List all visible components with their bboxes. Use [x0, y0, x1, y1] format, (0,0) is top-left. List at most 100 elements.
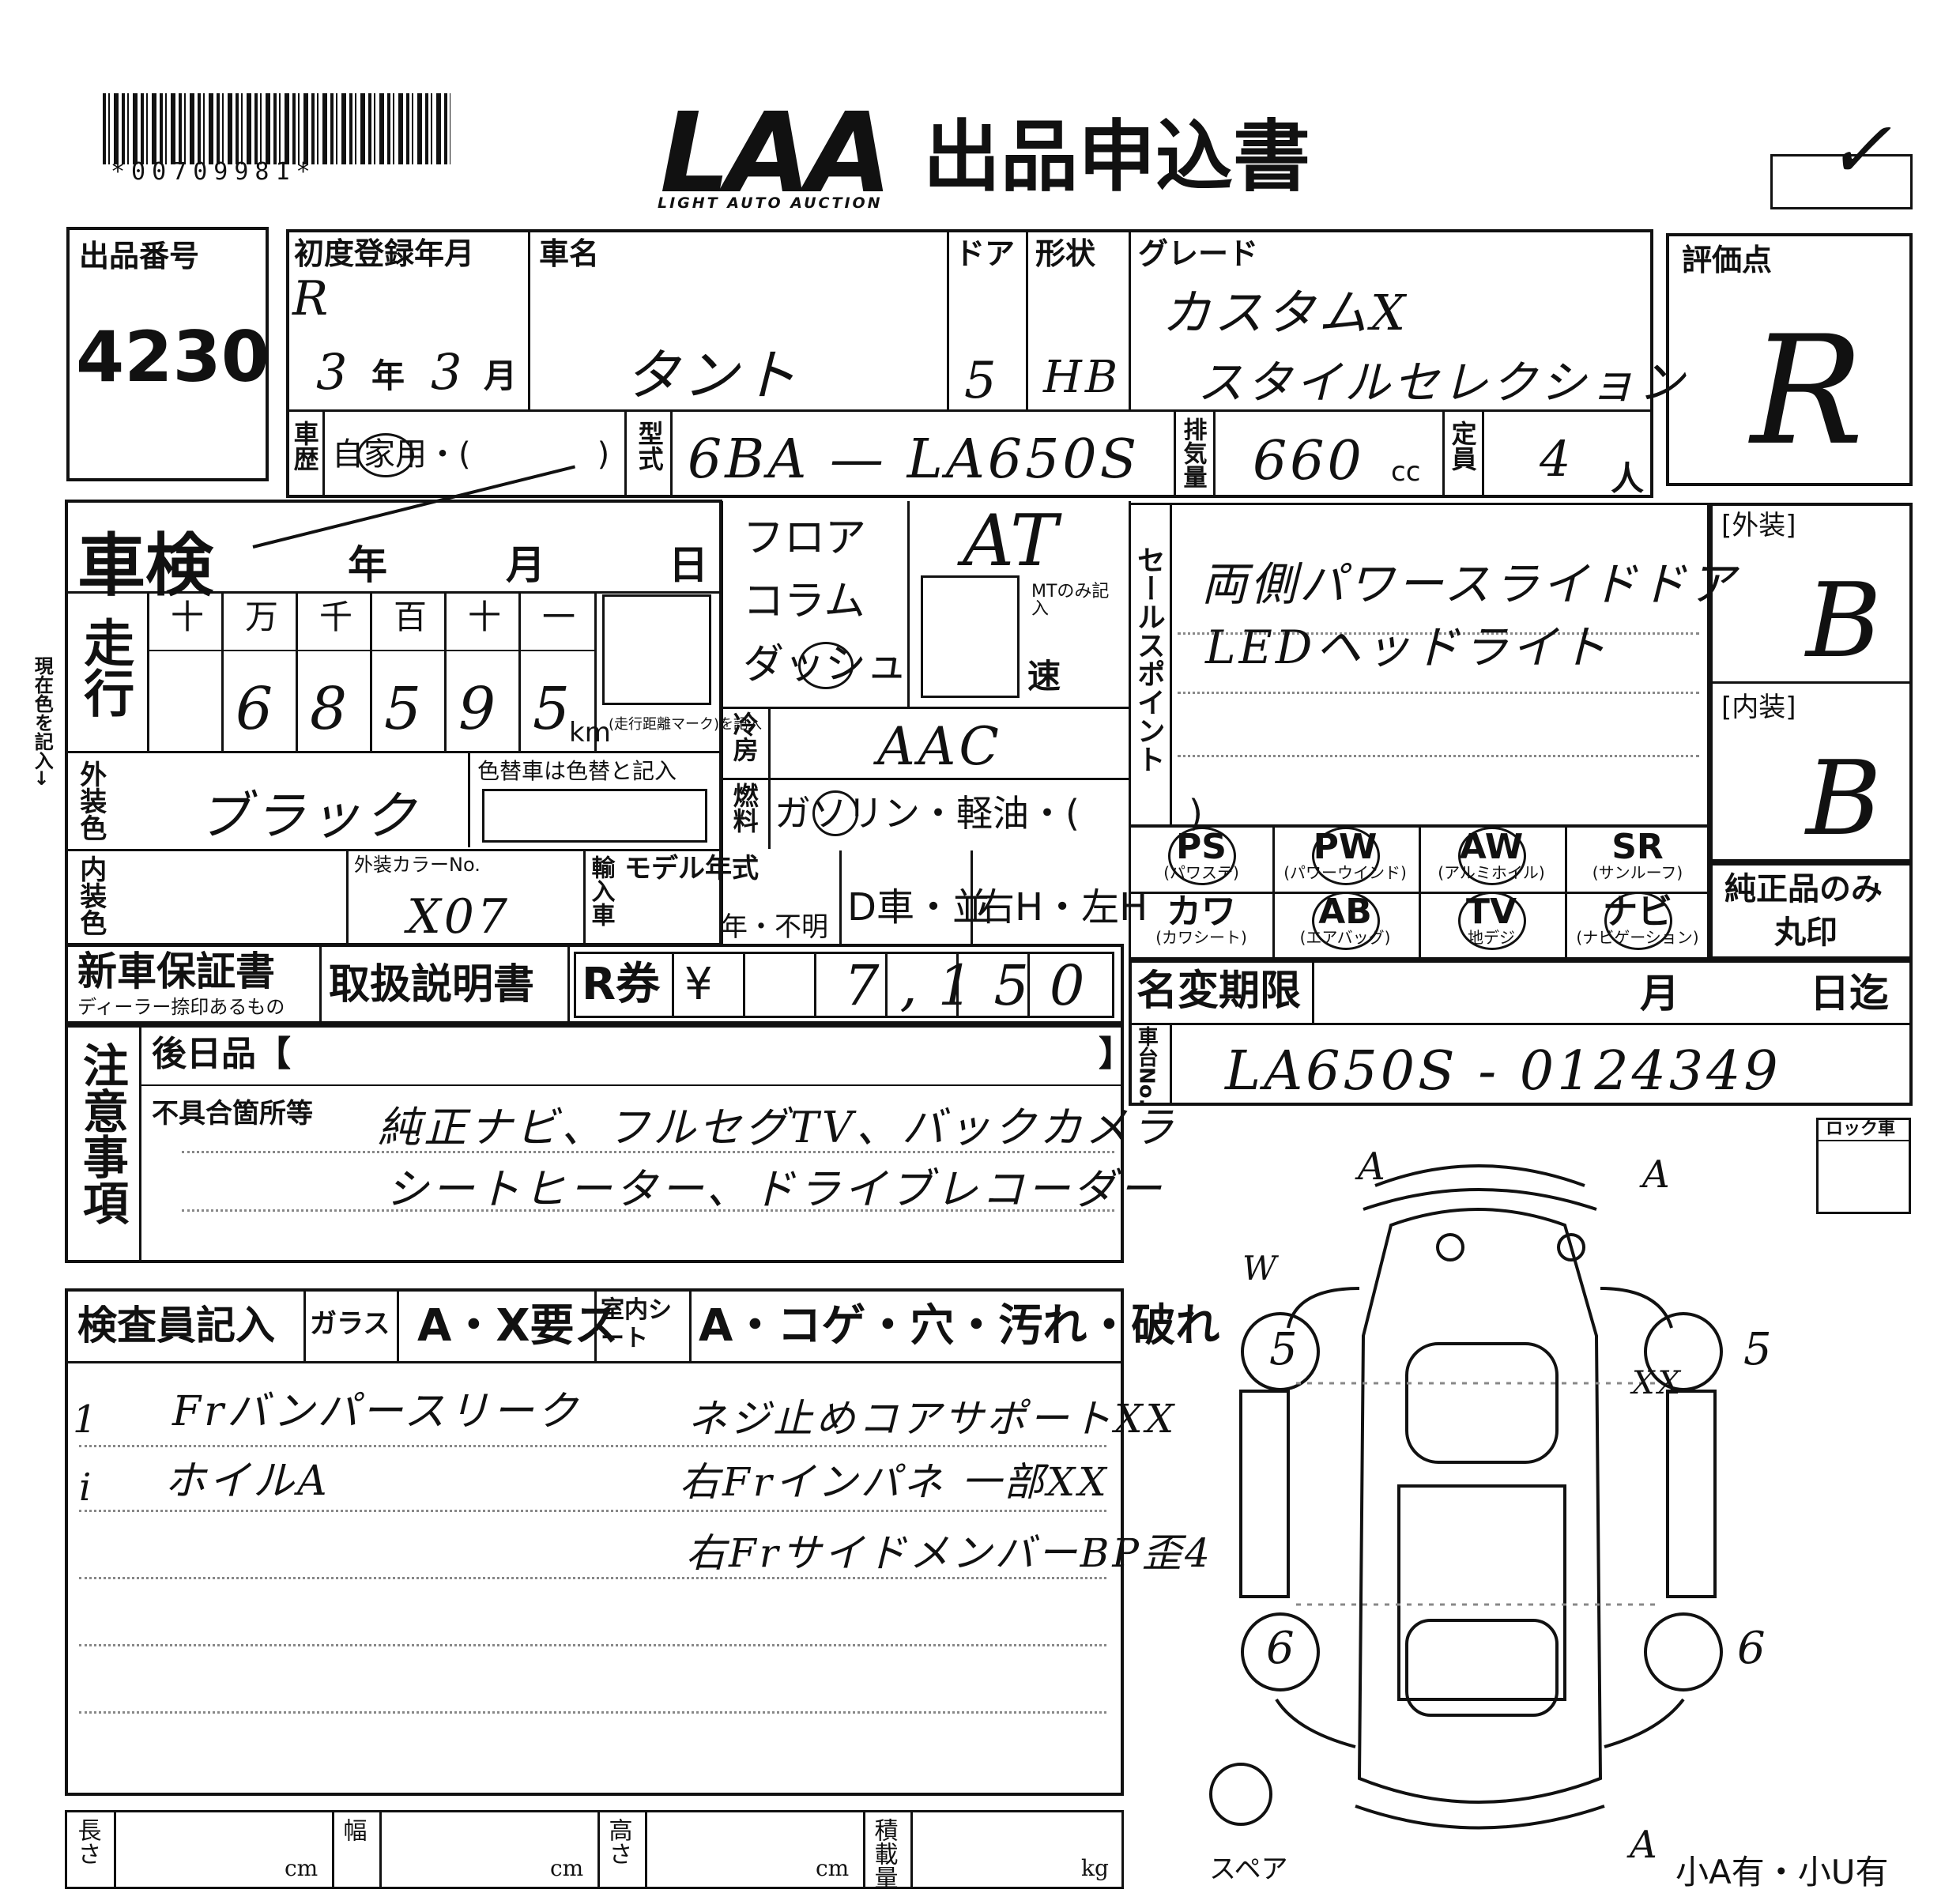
diagram-wheel-fr: 5: [1743, 1324, 1775, 1375]
color-no-value: X07: [407, 889, 511, 945]
sale-points-label: セールスポイント: [1132, 545, 1165, 773]
mileage-digit-1: 6: [236, 675, 277, 743]
mileage-unit: km: [569, 717, 611, 749]
chassis-label: 車台No.: [1134, 1026, 1159, 1107]
side-note: 現在色を記入→: [31, 656, 54, 786]
diagram-mark-a-rear: A: [1630, 1823, 1660, 1867]
mileage-column-4: 十: [468, 598, 502, 636]
genuine-line2: 丸印: [1774, 915, 1838, 951]
name-change-box: [1129, 960, 1913, 1106]
dealer-value: D車・並: [847, 885, 990, 930]
registration-year: 3: [316, 343, 351, 401]
mt-note: MTのみ記入: [1031, 582, 1110, 619]
warranty-sub: ディーラー捺印あるもの: [77, 996, 285, 1018]
shape-value: HB: [1043, 352, 1121, 403]
fuel-label: 燃料: [729, 783, 760, 833]
mt-box: [921, 575, 1020, 698]
equipment-circle: [1458, 827, 1526, 885]
diagram-wheel-rr: 6: [1737, 1623, 1769, 1674]
inspector-note-left-2: ホイルA: [164, 1458, 330, 1505]
car-name: タント: [624, 343, 800, 408]
score-value: R: [1751, 304, 1868, 478]
mileage-column-2: 千: [319, 598, 353, 636]
mileage-column-0: 十: [171, 598, 205, 636]
equipment-circle: [1312, 827, 1380, 885]
chassis-value: LA650S - 0124349: [1225, 1040, 1781, 1103]
speed-label: 速: [1027, 657, 1061, 696]
exterior-color-label: 外装色: [74, 760, 107, 841]
color-change-label: 色替車は色替と記入: [477, 758, 677, 784]
displacement-label: 排気量: [1178, 417, 1207, 488]
equipment-box: [1129, 825, 1709, 960]
manual-label: 取扱説明書: [329, 961, 535, 1009]
defects-label: 不具合箇所等: [152, 1098, 313, 1130]
diagram-mark-a-front-right: A: [1642, 1152, 1673, 1197]
capacity-label: 定員: [1447, 421, 1478, 471]
exterior-grade-label: [外装]: [1721, 510, 1796, 541]
exterior-grade-value: B: [1806, 560, 1885, 681]
model-year-value: 年・不明: [721, 911, 828, 943]
inspection-label: 車検: [77, 526, 213, 605]
equipment-3: SR(サンルーフ): [1566, 830, 1709, 881]
notes-line2: シートヒーター、ドライブレコーダー: [386, 1164, 1165, 1214]
lock-label: ロック車: [1826, 1119, 1896, 1139]
dimension-label-3: 積載量: [869, 1818, 898, 1889]
car-diagram: [1209, 1164, 1723, 1830]
genuine-line1: 純正品のみ: [1724, 871, 1883, 907]
registration-label: 初度登録年月: [294, 236, 475, 271]
name-change-month: 月: [1640, 971, 1679, 1016]
handle-value: 右H・左H: [977, 885, 1148, 930]
barcode: [103, 93, 450, 164]
later-items-close: 】: [1099, 1034, 1133, 1074]
lot-number: 4230: [76, 316, 270, 398]
warranty-label: 新車保証書: [77, 948, 275, 994]
notes-line1: 純正ナビ、フルセグTV、バックカメラ: [378, 1103, 1178, 1152]
shape-label: 形状: [1035, 236, 1096, 271]
history-label: 車歴: [289, 421, 320, 471]
inspector-label: 検査員記入: [77, 1303, 275, 1348]
equipment-circle: [1168, 827, 1236, 885]
barcode-number: *00709981*: [111, 158, 317, 186]
inspector-note-left-1: Frバンパースリーク: [172, 1388, 581, 1435]
shift-floor: フロア: [743, 515, 867, 562]
mileage-column-3: 百: [394, 598, 428, 636]
dimensions-box: [65, 1810, 1124, 1889]
notes-label: 注意事項: [74, 1042, 129, 1225]
margin-mark-2: i: [79, 1465, 95, 1510]
inspection-day: 日: [669, 542, 708, 588]
dimension-unit-2: cm: [816, 1855, 850, 1881]
capacity-unit: 人: [1611, 459, 1645, 498]
mileage-digit-2: 8: [310, 675, 351, 743]
equipment-desc: (カワシート): [1155, 928, 1247, 947]
diagram-mark-w: W: [1242, 1249, 1280, 1288]
color-change-box: [482, 789, 707, 843]
inspection-year: 年: [348, 542, 387, 588]
registration-year-unit: 年: [371, 356, 405, 395]
name-change-label: 名変期限: [1136, 967, 1302, 1015]
vehicle-info-box: [286, 229, 1653, 498]
equipment-circle: [1458, 892, 1526, 950]
capacity-value: 4: [1540, 430, 1574, 488]
recycle-yen: ¥: [684, 959, 713, 1010]
glass-label: ガラス: [310, 1308, 390, 1340]
lot-box: [66, 227, 269, 481]
genuine-box: [1709, 862, 1913, 960]
doors-value: 5: [964, 352, 1000, 410]
sale-point-1: 両側パワースライドドア: [1201, 557, 1739, 611]
displacement-unit: cc: [1391, 456, 1421, 488]
dimension-label-0: 長さ: [73, 1818, 101, 1865]
exterior-color-value: ブラック: [198, 786, 419, 847]
dimension-label-2: 高さ: [604, 1818, 632, 1865]
margin-mark-1: 1: [73, 1397, 100, 1442]
mileage-column-5: 一: [542, 598, 576, 636]
dimension-unit-1: cm: [550, 1855, 584, 1881]
diagram-mark-xx: XX: [1632, 1365, 1683, 1401]
equipment-4: カワ(カワシート): [1130, 895, 1272, 947]
import-label: 輸入車: [586, 855, 615, 926]
diagram-wheel-fl: 5: [1269, 1324, 1301, 1375]
grade-line1: カスタムX: [1162, 284, 1409, 341]
displacement-value: 660: [1253, 430, 1365, 492]
interior-grade-value: B: [1806, 738, 1885, 858]
model-label: 型式: [634, 421, 665, 471]
diagram-mark-a-front-left: A: [1358, 1145, 1389, 1189]
